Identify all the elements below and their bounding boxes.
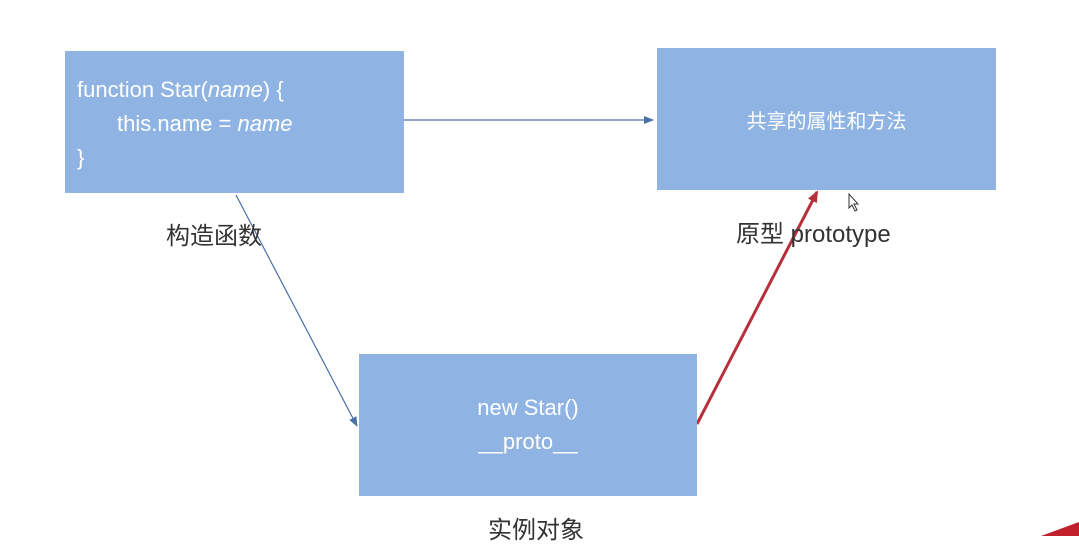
constructor-line-2: this.name = name — [117, 111, 293, 136]
prototype-label: 原型 prototype — [736, 221, 891, 248]
constructor-box: function Star(name) { this.name = name } — [65, 51, 404, 193]
instance-line-1: new Star() — [477, 395, 579, 420]
prototype-box-text: 共享的属性和方法 — [746, 110, 907, 133]
instance-label: 实例对象 — [488, 517, 584, 544]
corner-decoration — [1041, 522, 1079, 536]
arrow-instance-to-prototype — [695, 190, 819, 425]
constructor-param: name — [207, 77, 263, 102]
instance-box: new Star() __proto__ — [359, 354, 697, 496]
constructor-label: 构造函数 — [166, 223, 262, 250]
instance-line-2: __proto__ — [478, 429, 578, 454]
arrow-constructor-to-instance — [235, 194, 358, 427]
mouse-cursor-icon — [848, 192, 860, 212]
constructor-line-1: function Star(name) { — [77, 77, 284, 102]
prototype-box: 共享的属性和方法 — [657, 48, 996, 190]
constructor-value: name — [237, 111, 293, 136]
constructor-line-3: } — [77, 145, 85, 170]
